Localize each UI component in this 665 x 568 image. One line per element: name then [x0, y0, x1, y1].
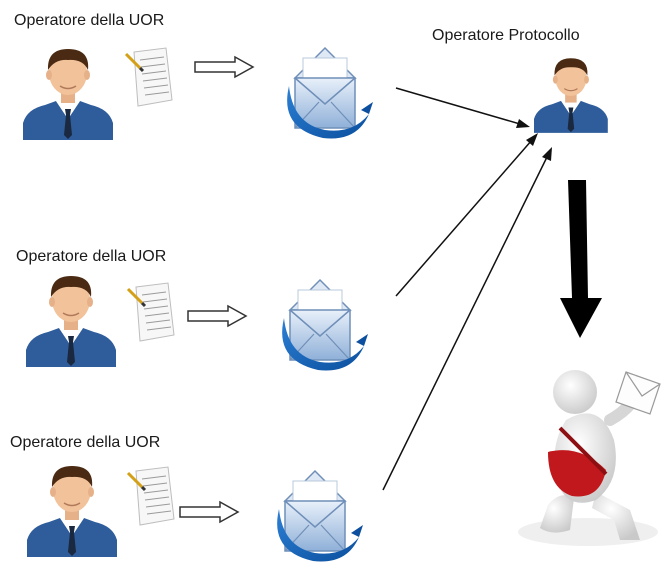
arrowhead	[516, 119, 530, 128]
down-arrow-icon	[560, 180, 602, 338]
protocol-operator-icon	[533, 57, 609, 134]
envelope-icon	[276, 470, 364, 563]
document-icon	[126, 465, 176, 527]
envelope-icon	[286, 47, 374, 140]
person-icon	[26, 465, 118, 558]
connector-arrowheads	[516, 119, 552, 161]
arrowhead	[526, 133, 538, 146]
protocol-operator-label: Operatore Protocollo	[432, 27, 580, 44]
connector-lines	[382, 87, 549, 491]
envelope-icon	[281, 279, 369, 372]
connector-line	[382, 154, 549, 491]
document-icon	[124, 46, 174, 108]
open-arrow-icon	[179, 501, 239, 523]
document-icon	[126, 281, 176, 343]
operator-label-1: Operatore della UOR	[14, 12, 165, 29]
connector-line	[395, 87, 521, 125]
operator-label-3: Operatore della UOR	[10, 434, 161, 451]
connector-line	[395, 139, 533, 297]
person-icon	[25, 275, 117, 368]
operator-label-2: Operatore della UOR	[16, 248, 167, 265]
person-icon	[22, 48, 114, 141]
open-arrow-icon	[187, 305, 247, 327]
delivery-figure-icon	[518, 370, 661, 546]
open-arrow-icon	[194, 56, 254, 78]
arrowhead	[542, 147, 552, 161]
